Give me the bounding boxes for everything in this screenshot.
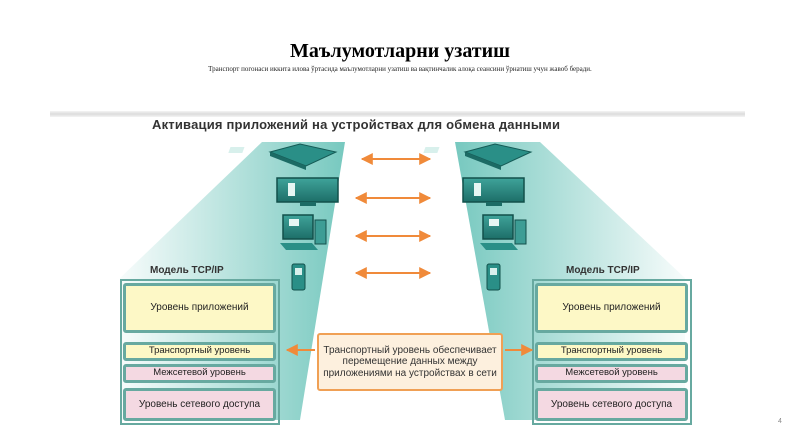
monitor-icon (462, 177, 525, 206)
left-application-layer: Уровень приложений (123, 283, 276, 333)
left-model-label: Модель TCP/IP (150, 265, 224, 276)
left-network-access-layer: Уровень сетевого доступа (123, 388, 276, 421)
slide-title: Маълумотларни узатиш (289, 40, 511, 62)
right-internet-layer: Межсетевой уровень (535, 364, 688, 383)
diagram-title: Активация приложений на устройствах для … (152, 117, 561, 132)
left-model-frame (120, 279, 280, 425)
right-transport-layer: Транспортный уровень (535, 342, 688, 361)
left-internet-layer: Межсетевой уровень (123, 364, 276, 383)
desktop-computer-icon (280, 214, 327, 250)
right-network-access-layer: Уровень сетевого доступа (535, 388, 688, 421)
mobile-phone-icon (291, 263, 306, 291)
monitor-icon (276, 177, 339, 206)
right-model-label: Модель TCP/IP (566, 265, 640, 276)
page-number: 4 (778, 418, 782, 425)
desktop-computer-icon (480, 214, 527, 250)
ip-phone-icon (423, 143, 533, 170)
mobile-phone-icon (486, 263, 501, 291)
left-transport-layer: Транспортный уровень (123, 342, 276, 361)
transport-note: Транспортный уровень обеспечивает переме… (317, 333, 503, 391)
slide-subtitle: Транспорт погонаси иккита илова ўртасида… (208, 65, 592, 73)
divider (50, 111, 745, 117)
ip-phone-icon (228, 143, 338, 170)
right-application-layer: Уровень приложений (535, 283, 688, 333)
